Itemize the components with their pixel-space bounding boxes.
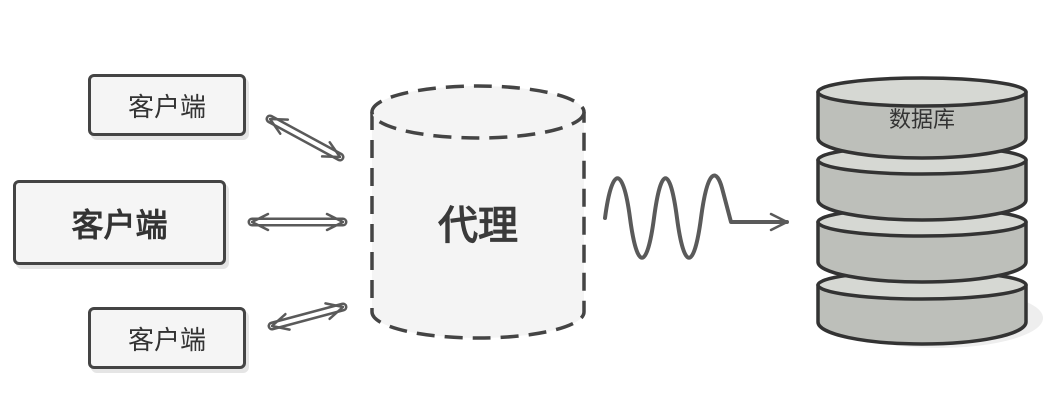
client-proxy-arrows	[247, 114, 348, 331]
arrow-client-1-proxy	[265, 114, 345, 162]
client-label: 客户端	[127, 92, 206, 123]
database-disk-2	[816, 144, 1028, 222]
client-box-2: 客户端	[13, 180, 226, 265]
client-label: 客户端	[71, 205, 168, 244]
proxy-cylinder-top	[370, 84, 586, 140]
client-label: 客户端	[127, 325, 206, 356]
client-box-3: 客户端	[88, 307, 246, 369]
database-label: 数据库	[889, 108, 955, 133]
proxy-cylinder-body	[370, 112, 586, 340]
client-box-1: 客户端	[88, 74, 246, 136]
proxy-node: 代理	[370, 84, 586, 340]
proxy-db-wave-arrow	[603, 173, 789, 260]
database-disk-1	[816, 76, 1028, 160]
database-node: 数据库	[816, 76, 1043, 348]
arrow-client-3-proxy	[267, 302, 348, 331]
proxy-label: 代理	[437, 203, 518, 249]
